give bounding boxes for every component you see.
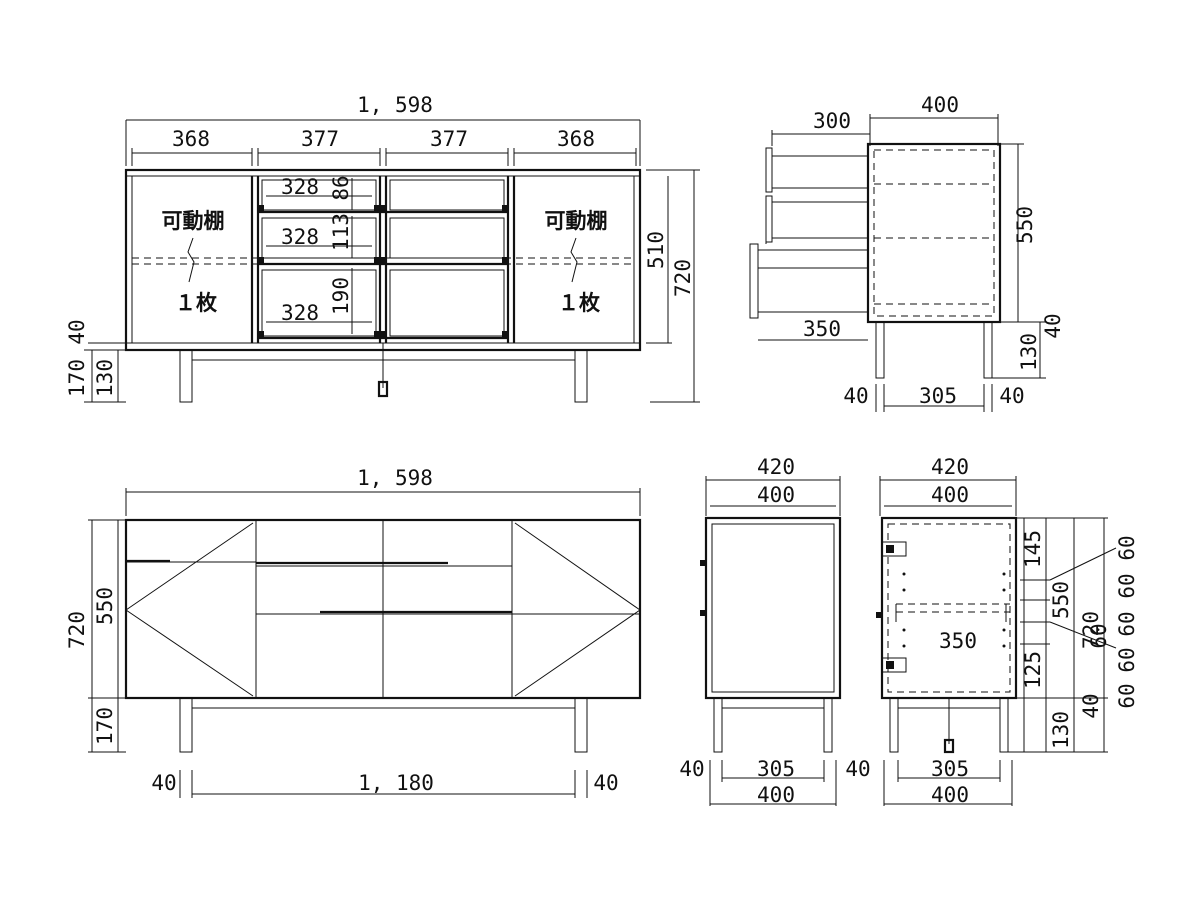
- side-elev-bottom-total: 400: [757, 783, 795, 807]
- front-leg-span: 1, 180: [358, 771, 434, 795]
- side-leg-span: 305: [919, 384, 957, 408]
- side-leg-inset-right: 40: [999, 384, 1024, 408]
- rear-bottom-span: 305: [931, 757, 969, 781]
- side-depth-label: 400: [921, 93, 959, 117]
- shelf-count-left: １枚: [175, 291, 218, 315]
- left-height-130: 130: [93, 359, 117, 397]
- rear-dim-550: 550: [1049, 581, 1073, 619]
- side-section-view: 400 300 350 550 40 130: [749, 93, 1065, 412]
- side-leg-height-label: 130: [1017, 333, 1041, 371]
- front-total-width: 1, 598: [357, 466, 433, 490]
- height-total-label: 720: [671, 259, 695, 297]
- side-top-gap-label: 40: [1041, 313, 1065, 338]
- pitch-label-2: 60: [1115, 573, 1139, 598]
- section-width-1: 368: [172, 127, 210, 151]
- rear-dim-130: 130: [1049, 711, 1073, 749]
- left-height-170: 170: [65, 359, 89, 397]
- rear-dim-40: 40: [1079, 693, 1103, 718]
- pitch-label-1: 60: [1115, 535, 1139, 560]
- left-height-40: 40: [65, 319, 89, 344]
- drawer-height-3: 190: [329, 277, 353, 315]
- rear-dim-720: 720: [1079, 611, 1103, 649]
- section-width-4: 368: [557, 127, 595, 151]
- side-elev-span: 305: [757, 757, 795, 781]
- pitch-label-3: 60: [1115, 611, 1139, 636]
- shelf-pin-holes: [902, 572, 1006, 648]
- drawer-pull-label: 300: [813, 109, 851, 133]
- front-elevation-view: 1, 598 720 550 170 4: [65, 466, 642, 798]
- pitch-label-5: 60: [1115, 647, 1139, 672]
- rear-bottom-total: 400: [931, 783, 969, 807]
- total-width-label: 1, 598: [357, 93, 433, 117]
- height-upper-label: 510: [644, 231, 668, 269]
- side-elevation-view: 420 400 40 305 40 400: [679, 455, 870, 807]
- side-elev-outer-depth: 420: [757, 455, 795, 479]
- front-height-total: 720: [65, 611, 89, 649]
- side-height-label: 550: [1013, 206, 1037, 244]
- side-drawer-depth-label: 350: [803, 317, 841, 341]
- section-width-3: 377: [430, 127, 468, 151]
- section-width-2: 377: [301, 127, 339, 151]
- drawer-inner-width-3: 328: [281, 301, 319, 325]
- rear-dim-145: 145: [1021, 530, 1045, 568]
- shelf-label-right: 可動棚: [545, 209, 608, 233]
- rear-body-depth: 400: [931, 483, 969, 507]
- side-elev-inset-left: 40: [679, 757, 704, 781]
- shelf-label-left: 可動棚: [162, 209, 225, 233]
- side-leg-inset-left: 40: [843, 384, 868, 408]
- front-body-height: 550: [93, 587, 117, 625]
- side-elev-inset-right: 40: [845, 757, 870, 781]
- rear-dim-125: 125: [1021, 651, 1045, 689]
- side-elev-body-depth: 400: [757, 483, 795, 507]
- rear-section-view: 420 400 350 305 400: [876, 455, 1139, 807]
- drawer-height-2: 113: [329, 213, 353, 251]
- drawer-inner-width-2: 328: [281, 225, 319, 249]
- rear-drawer-depth: 350: [939, 629, 977, 653]
- pitch-label-4: 60: [1087, 623, 1111, 648]
- front-leg-height: 170: [93, 707, 117, 745]
- front-leg-inset-left: 40: [151, 771, 176, 795]
- drawer-inner-width-1: 328: [281, 175, 319, 199]
- front-interior-view: 1, 598 368 377 377 368: [65, 93, 700, 403]
- shelf-count-right: １枚: [558, 291, 601, 315]
- front-leg-inset-right: 40: [593, 771, 618, 795]
- drawer-height-1: 86: [329, 175, 353, 200]
- rear-outer-depth: 420: [931, 455, 969, 479]
- pitch-label-6: 60: [1115, 683, 1139, 708]
